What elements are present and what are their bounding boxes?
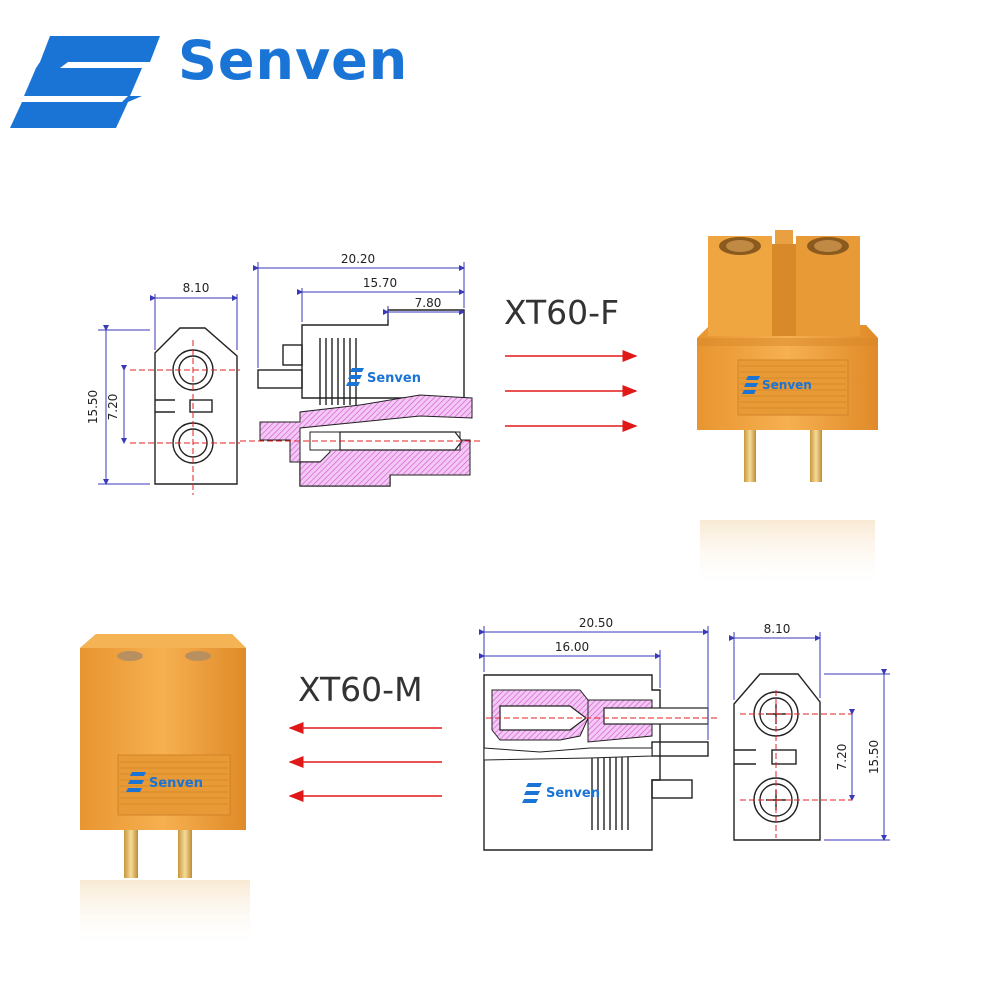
f-side-watermark: Senven bbox=[346, 368, 421, 386]
f-side-hatch bbox=[259, 394, 473, 487]
m-front-view bbox=[733, 673, 821, 841]
f-model-label: XT60-F bbox=[504, 293, 620, 332]
f-dim-pin-length: 7.80 bbox=[415, 296, 442, 310]
m-side-hatch bbox=[483, 689, 709, 761]
f-side-dimensions bbox=[253, 262, 465, 368]
m-side-watermark: Senven bbox=[522, 783, 600, 803]
f-front-dimensions bbox=[98, 294, 238, 485]
f-dim-width: 8.10 bbox=[183, 281, 210, 295]
brand-name: Senven bbox=[178, 29, 409, 92]
f-dim-height: 15.50 bbox=[86, 390, 100, 424]
f-arrows bbox=[505, 350, 638, 432]
m-arrows bbox=[288, 722, 442, 802]
f-connector-photo: Senven bbox=[697, 230, 878, 590]
f-dim-pitch: 7.20 bbox=[106, 394, 120, 421]
m-connector-photo: Senven bbox=[80, 634, 250, 950]
m-dim-width: 8.10 bbox=[764, 622, 791, 636]
m-front-centerlines bbox=[740, 690, 852, 838]
m-dim-pitch: 7.20 bbox=[835, 744, 849, 771]
m-dim-height: 15.50 bbox=[867, 740, 881, 774]
m-side-dimensions bbox=[479, 626, 709, 740]
svg-text:Senven: Senven bbox=[149, 776, 203, 791]
m-model-label: XT60-M bbox=[298, 670, 423, 709]
m-dim-body-length: 16.00 bbox=[555, 640, 589, 654]
f-dim-body-length: 15.70 bbox=[363, 276, 397, 290]
m-dim-total-length: 20.50 bbox=[579, 616, 613, 630]
m-front-dimensions bbox=[729, 632, 890, 841]
svg-text:Senven: Senven bbox=[546, 786, 600, 801]
f-front-view bbox=[154, 327, 238, 485]
svg-text:Senven: Senven bbox=[367, 371, 421, 386]
f-dim-total-length: 20.20 bbox=[341, 252, 375, 266]
f-front-centerlines bbox=[130, 340, 240, 495]
senven-logo-icon bbox=[10, 36, 160, 128]
m-side-view bbox=[483, 674, 709, 851]
svg-text:Senven: Senven bbox=[762, 378, 812, 392]
